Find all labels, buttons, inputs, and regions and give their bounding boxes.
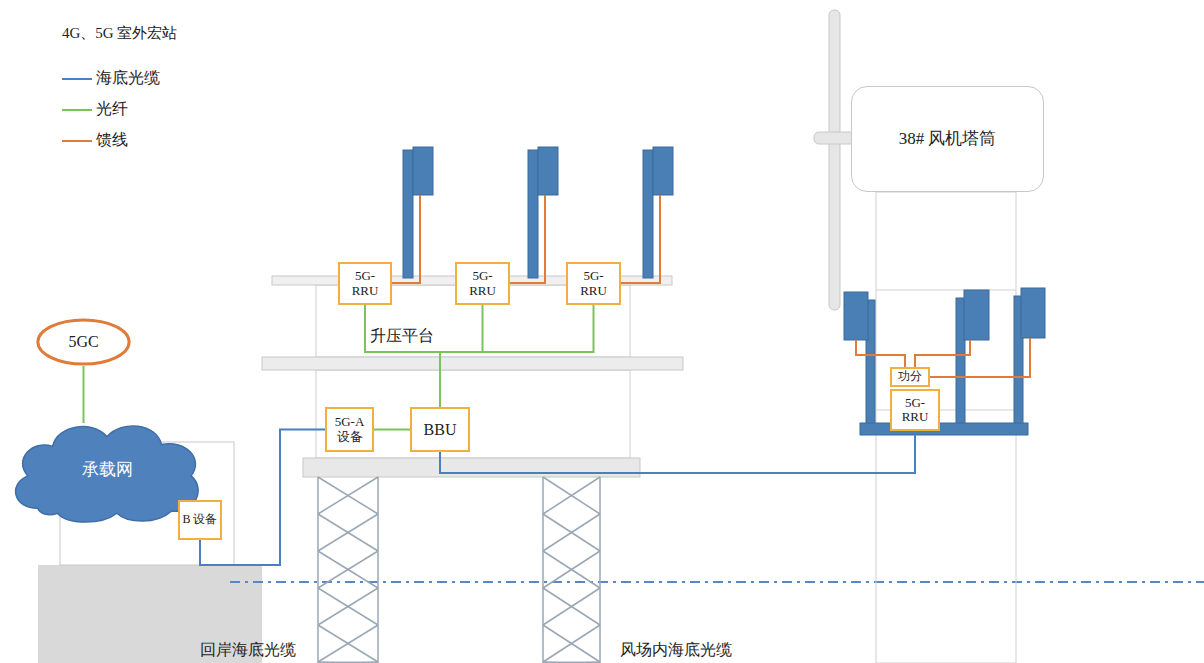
equipment-box: B 设备 — [178, 500, 222, 540]
legend-line — [62, 69, 94, 89]
node-text: BBU — [424, 421, 457, 439]
legend-line — [62, 100, 94, 120]
node-text: 5G-RRU — [347, 269, 383, 298]
legend-line — [62, 131, 94, 151]
cable-connector — [200, 430, 325, 566]
platform-antennas — [403, 147, 673, 278]
node-text: B 设备 — [182, 513, 217, 526]
cable-connector — [440, 431, 915, 473]
cable-connector — [440, 305, 483, 407]
cable-label: 风场内海底光缆 — [620, 640, 732, 661]
legend-text: 海底光缆 — [96, 68, 160, 89]
cable-connector — [365, 305, 440, 407]
node-text: 38# 风机塔筒 — [899, 130, 997, 149]
nacelle-box: 38# 风机塔筒 — [851, 86, 1044, 192]
node-text: 5G-RRU — [897, 396, 933, 425]
node-text: 承载网 — [82, 461, 133, 480]
node-text: 5GC — [68, 333, 98, 351]
splitter-box: 功分 — [890, 367, 930, 387]
heading-label: 4G、5G 室外宏站 — [62, 24, 177, 43]
turbine-feeders — [856, 338, 1030, 377]
rru-box: 5G-RRU — [890, 389, 940, 431]
equipment-box: 5G-A 设备 — [325, 407, 374, 452]
bbu-box: BBU — [410, 407, 470, 452]
rru-box: 5G-RRU — [338, 262, 392, 305]
core-ellipse: 5GC — [36, 318, 131, 366]
legend-entry: 光纤 — [62, 99, 128, 120]
legend-entry: 馈线 — [62, 130, 128, 151]
legend-text: 光纤 — [96, 99, 128, 120]
cable-connector — [83, 366, 85, 423]
node-text: 5G-A 设备 — [330, 415, 370, 444]
legend-entry: 海底光缆 — [62, 68, 160, 89]
sea-level — [230, 581, 1204, 583]
rru-box: 5G-RRU — [455, 262, 510, 305]
rru-box: 5G-RRU — [566, 262, 621, 305]
network-cloud: 承载网 — [8, 415, 206, 525]
turbine-antennas — [844, 288, 1045, 435]
cable-connector — [440, 305, 594, 407]
legend-text: 馈线 — [96, 130, 128, 151]
node-text: 5G-RRU — [576, 269, 612, 298]
cable-label: 回岸海底光缆 — [200, 640, 296, 661]
jacket-legs — [318, 477, 600, 663]
platform-label: 升压平台 — [370, 326, 434, 347]
node-text: 5G-RRU — [465, 269, 501, 298]
booster-platform — [262, 276, 683, 477]
cable-connector — [374, 429, 410, 431]
node-text: 功分 — [898, 370, 922, 383]
